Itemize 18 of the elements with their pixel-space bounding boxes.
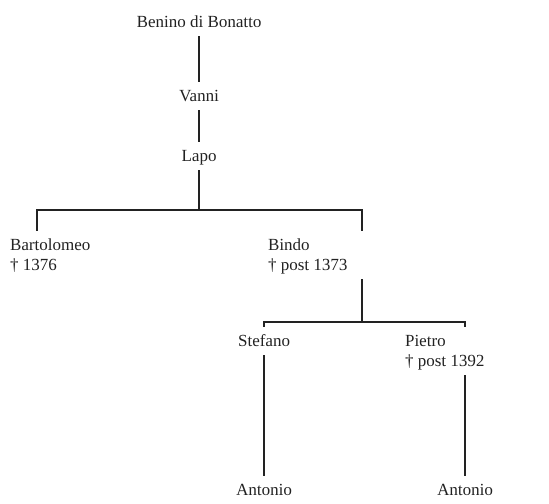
person-name: Benino di Bonatto	[136, 12, 262, 32]
person-name: Bartolomeo	[10, 235, 90, 255]
lineage-line	[464, 375, 466, 476]
death-date: † 1376	[10, 255, 58, 275]
person-name: Stefano	[238, 331, 290, 351]
person-name: Vanni	[179, 86, 219, 106]
lineage-line	[263, 355, 265, 476]
person-name: Bindo	[268, 235, 311, 255]
person-name: Lapo	[182, 146, 216, 166]
lineage-line	[198, 170, 363, 231]
lineage-line	[198, 36, 200, 82]
lineage-line	[198, 110, 200, 142]
person-name: Pietro	[405, 331, 447, 351]
death-date: † post 1392	[405, 351, 484, 371]
person-name: Antonio	[437, 480, 493, 500]
death-date: † post 1373	[268, 255, 348, 275]
person-name: Antonio	[236, 480, 292, 500]
lineage-line	[361, 279, 466, 327]
